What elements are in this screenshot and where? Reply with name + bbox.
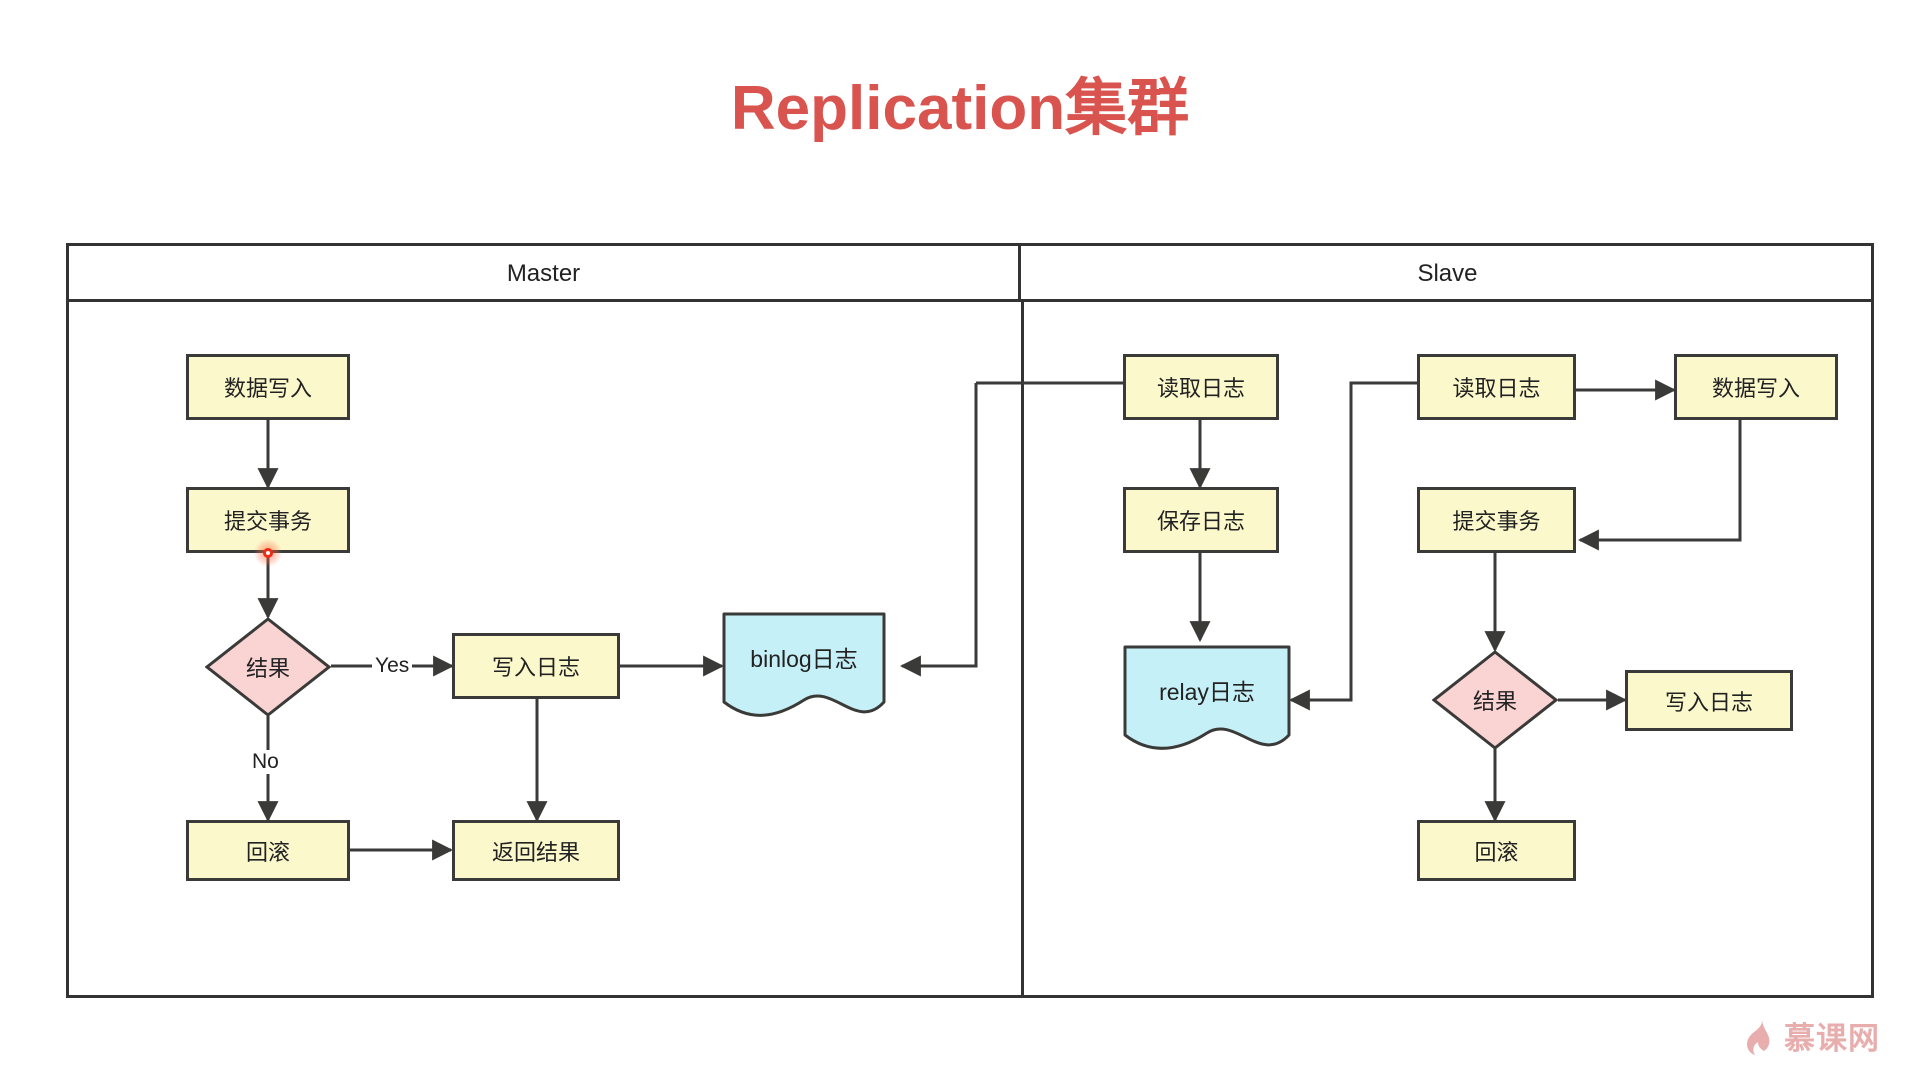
node-master-write-data[interactable]: 数据写入 [186, 354, 350, 420]
node-master-binlog-label: binlog日志 [750, 646, 858, 672]
watermark-text: 慕课网 [1784, 1021, 1880, 1056]
edge-label-no: No [249, 750, 282, 774]
node-master-rollback[interactable]: 回滚 [186, 820, 350, 881]
connection-anchor-dot[interactable] [254, 539, 282, 567]
node-master-result[interactable]: 结果 [205, 617, 331, 717]
node-slave-read-log-1[interactable]: 读取日志 [1123, 354, 1279, 420]
node-slave-write-data[interactable]: 数据写入 [1674, 354, 1838, 420]
edge-write-data-to-commit-slave [1577, 420, 1742, 551]
edge-label-yes: Yes [372, 654, 413, 678]
node-master-return-result[interactable]: 返回结果 [452, 820, 620, 881]
lane-header-slave: Slave [1021, 246, 1874, 302]
node-master-binlog[interactable]: binlog日志 [722, 612, 886, 722]
watermark: 慕课网 [1742, 1013, 1880, 1058]
flame-icon [1747, 1017, 1770, 1055]
lane-header-master: Master [69, 246, 1021, 302]
node-slave-result[interactable]: 结果 [1432, 650, 1558, 750]
page-title: Replication集群 [730, 74, 1190, 143]
node-slave-commit[interactable]: 提交事务 [1417, 487, 1576, 553]
edge-read-log2-to-relay [1288, 381, 1417, 711]
node-slave-relay-log[interactable]: relay日志 [1123, 645, 1291, 755]
node-slave-relay-log-label: relay日志 [1159, 679, 1255, 705]
node-slave-result-label: 结果 [1472, 689, 1517, 714]
node-slave-rollback[interactable]: 回滚 [1417, 820, 1576, 881]
node-slave-save-log[interactable]: 保存日志 [1123, 487, 1279, 553]
node-slave-write-log[interactable]: 写入日志 [1625, 670, 1793, 731]
node-master-write-log[interactable]: 写入日志 [452, 633, 620, 699]
edge-binlog-to-slave-read-log [899, 383, 978, 677]
lane-divider [1021, 302, 1024, 998]
node-slave-read-log-2[interactable]: 读取日志 [1417, 354, 1576, 420]
node-master-result-label: 结果 [245, 656, 290, 681]
